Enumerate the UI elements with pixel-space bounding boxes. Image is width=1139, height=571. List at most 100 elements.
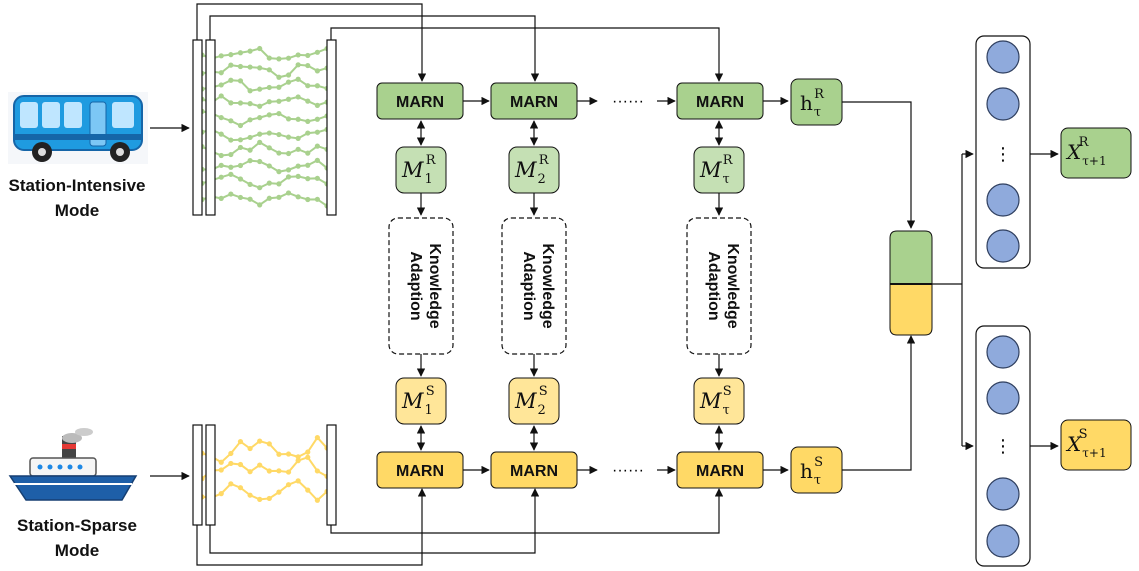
- series-point: [285, 190, 292, 196]
- series-point: [218, 195, 224, 202]
- series-point: [218, 152, 224, 159]
- svg-text:Xτ+1R: Xτ+1R: [1065, 135, 1107, 168]
- mode-label-intensive-line1: Station-Intensive: [9, 176, 146, 195]
- series-point: [257, 86, 263, 92]
- series-point: [305, 150, 311, 156]
- mode-label-intensive-line2: Mode: [55, 201, 99, 220]
- marn-cell-s3: MARN: [676, 451, 764, 489]
- output-layer-s: ⋮: [975, 325, 1031, 567]
- series-point: [247, 147, 253, 153]
- memory-s-1: M1S: [395, 377, 447, 425]
- series-point: [295, 94, 301, 100]
- series-point: [276, 84, 282, 90]
- vertical-ellipsis: ⋮: [994, 436, 1012, 456]
- series-point: [237, 162, 244, 169]
- series-point: [257, 496, 263, 502]
- series-point: [237, 78, 244, 84]
- series-point: [228, 62, 234, 68]
- svg-text:Knowledge: Knowledge: [426, 243, 443, 328]
- series-point: [228, 481, 234, 487]
- series-point: [218, 114, 224, 121]
- series-point: [237, 194, 244, 201]
- series-point: [237, 438, 244, 445]
- series-point: [257, 65, 263, 71]
- series-point: [266, 441, 272, 447]
- series-point: [305, 130, 311, 136]
- series-point: [285, 79, 292, 85]
- series-point: [295, 454, 301, 460]
- series-point: [314, 129, 320, 135]
- series-point: [305, 83, 311, 89]
- top-input-routing: [196, 3, 724, 82]
- yellow-series-lines: [199, 434, 330, 503]
- output-prediction-r: Xτ+1R: [1060, 127, 1132, 179]
- series-point: [257, 131, 263, 137]
- series-point: [295, 62, 301, 68]
- series-point: [266, 84, 272, 91]
- series-point: [247, 469, 253, 475]
- series-point: [266, 112, 272, 118]
- neuron: [986, 335, 1020, 369]
- memory-r-1: M1R: [395, 146, 447, 194]
- series-point: [266, 99, 272, 105]
- series-point: [285, 150, 292, 157]
- series-point: [266, 180, 272, 186]
- series-point: [314, 196, 320, 202]
- series-point: [266, 67, 272, 73]
- series-point: [276, 150, 282, 156]
- output-layer-r: ⋮: [975, 35, 1031, 269]
- series-point: [305, 118, 311, 125]
- series-point: [314, 83, 320, 89]
- series-point: [257, 158, 263, 165]
- series-point: [295, 478, 301, 484]
- neuron: [986, 40, 1020, 74]
- series-point: [285, 174, 292, 180]
- svg-text:M2R: M2R: [514, 153, 550, 187]
- series-point: [218, 174, 224, 180]
- series-point: [257, 115, 263, 121]
- svg-text:MARN: MARN: [510, 463, 558, 480]
- marn-cell-s1: MARN: [376, 451, 464, 489]
- series-point: [305, 176, 311, 182]
- neuron: [986, 229, 1020, 263]
- series-point: [237, 485, 244, 491]
- series-point: [218, 467, 224, 473]
- bottom-input-routing: [196, 488, 724, 566]
- series-point: [257, 462, 263, 468]
- series-point: [305, 98, 311, 104]
- series-point: [247, 134, 253, 141]
- series-point: [266, 163, 272, 169]
- svg-text:MARN: MARN: [696, 463, 744, 480]
- series-point: [228, 118, 234, 124]
- series-point: [314, 434, 320, 441]
- series-point: [285, 72, 292, 78]
- series-point: [276, 169, 282, 175]
- series-point: [218, 82, 224, 88]
- series-point: [247, 196, 253, 202]
- series-point: [276, 74, 282, 80]
- knowledge-adaption-2: Knowledge Adaption: [501, 217, 567, 355]
- series-point: [247, 492, 253, 498]
- series-point: [276, 110, 282, 117]
- series-point: [247, 117, 253, 123]
- memory-r-2: M2R: [508, 146, 560, 194]
- series-point: [295, 173, 301, 179]
- series-point: [228, 77, 234, 83]
- series-point: [247, 101, 253, 107]
- series-point: [237, 50, 244, 56]
- series-point: [276, 56, 282, 62]
- series-point: [237, 461, 244, 468]
- svg-text:hτS: hτS: [800, 455, 823, 488]
- series-point: [285, 469, 292, 475]
- series-point: [247, 48, 253, 54]
- series-point: [285, 167, 292, 173]
- svg-text:M2S: M2S: [514, 384, 548, 418]
- series-point: [237, 137, 244, 143]
- series-point: [237, 63, 244, 70]
- series-point: [305, 162, 311, 168]
- series-point: [228, 100, 234, 106]
- input-bar-end: [326, 424, 337, 526]
- svg-text:MARN: MARN: [696, 94, 744, 111]
- series-point: [276, 131, 282, 138]
